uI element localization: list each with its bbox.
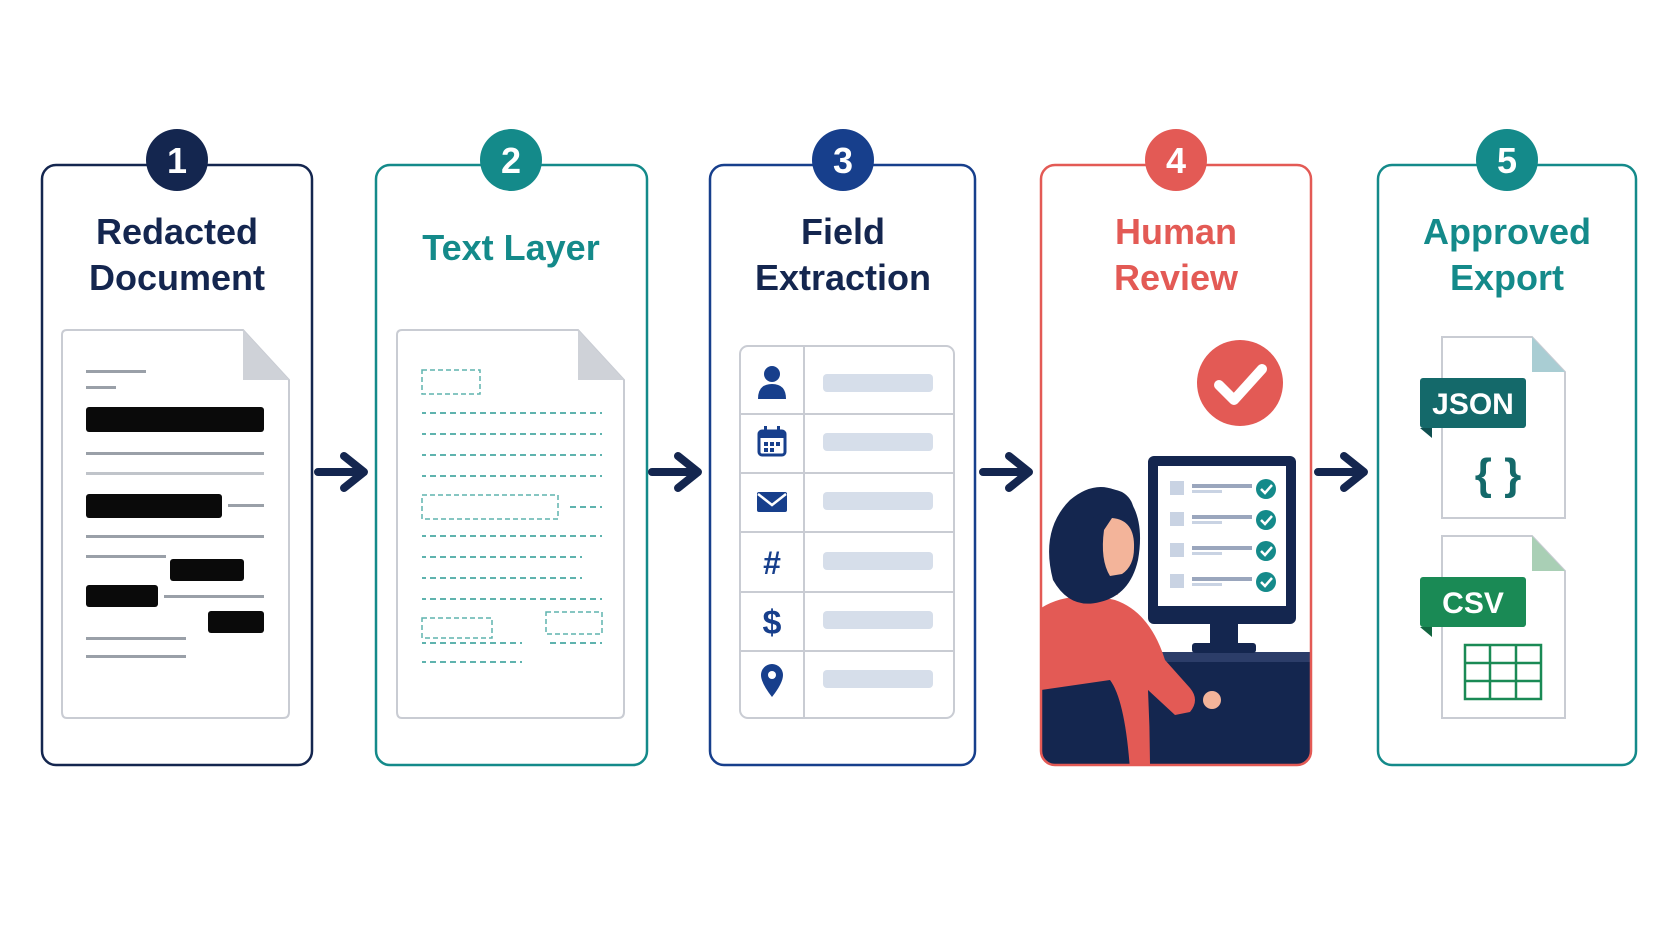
step-4-title-line-1: Human bbox=[1115, 211, 1237, 252]
arrow-icon bbox=[979, 452, 1033, 492]
location-pin-icon bbox=[761, 664, 783, 697]
step-3-title-line-2: Extraction bbox=[755, 257, 931, 298]
step-5-title-line-2: Export bbox=[1450, 257, 1564, 298]
reviewer-illustration bbox=[1041, 486, 1311, 765]
step-4-title-line-2: Review bbox=[1114, 257, 1239, 298]
review-row bbox=[1170, 479, 1276, 499]
json-file-icon: JSON { } bbox=[1420, 336, 1566, 519]
step-2-title: Text Layer bbox=[422, 227, 599, 268]
review-row bbox=[1170, 510, 1276, 530]
csv-file-icon: CSV bbox=[1420, 535, 1566, 719]
field-value-bar bbox=[823, 492, 933, 510]
redacted-document-icon bbox=[61, 329, 290, 719]
step-5-number: 5 bbox=[1497, 140, 1517, 181]
arrow-icon bbox=[648, 452, 702, 492]
hash-icon: # bbox=[763, 545, 781, 581]
field-value-bar bbox=[823, 552, 933, 570]
dollar-icon: $ bbox=[763, 604, 782, 642]
spreadsheet-grid-icon bbox=[1463, 643, 1543, 701]
csv-badge bbox=[1420, 577, 1526, 627]
step-1-card: 1 Redacted Document bbox=[40, 129, 314, 767]
step-2-card: 2 Text Layer bbox=[374, 129, 649, 767]
envelope-icon bbox=[757, 492, 787, 512]
arrow-icon bbox=[1314, 452, 1368, 492]
step-2-badge bbox=[480, 129, 542, 191]
check-circle-icon bbox=[1256, 541, 1276, 561]
calendar-icon bbox=[757, 426, 787, 457]
arrow-icon bbox=[314, 452, 368, 492]
step-1-badge bbox=[146, 129, 208, 191]
field-value-bar bbox=[823, 670, 933, 688]
step-1-title-line-1: Redacted bbox=[96, 211, 258, 252]
step-4-card: 4 Human Review bbox=[1039, 129, 1313, 767]
json-badge bbox=[1420, 378, 1526, 428]
json-braces: { } bbox=[1475, 450, 1521, 499]
json-label: JSON bbox=[1432, 388, 1514, 421]
step-5-badge bbox=[1476, 129, 1538, 191]
step-3-title-line-1: Field bbox=[801, 211, 885, 252]
field-table: # $ bbox=[739, 345, 955, 719]
text-layer-document-icon bbox=[396, 329, 625, 719]
monitor-icon bbox=[1148, 456, 1296, 653]
step-4-number: 4 bbox=[1166, 140, 1186, 181]
csv-label: CSV bbox=[1442, 587, 1504, 620]
check-circle-icon bbox=[1256, 479, 1276, 499]
step-4-badge bbox=[1145, 129, 1207, 191]
approved-check-icon bbox=[1197, 340, 1283, 426]
step-3-card: 3 Field Extraction bbox=[708, 129, 977, 767]
check-circle-icon bbox=[1256, 572, 1276, 592]
step-2-number: 2 bbox=[501, 140, 521, 181]
field-value-bar bbox=[823, 433, 933, 451]
step-1-title-line-2: Document bbox=[89, 257, 265, 298]
step-3-number: 3 bbox=[833, 140, 853, 181]
review-row bbox=[1170, 541, 1276, 561]
step-5-card: 5 Approved Export JSON { } CSV bbox=[1376, 129, 1638, 767]
step-3-badge bbox=[812, 129, 874, 191]
step-1-number: 1 bbox=[167, 140, 187, 181]
check-circle-icon bbox=[1256, 510, 1276, 530]
field-value-bar bbox=[823, 611, 933, 629]
step-5-title-line-1: Approved bbox=[1423, 211, 1591, 252]
field-value-bar bbox=[823, 374, 933, 392]
review-row bbox=[1170, 572, 1276, 592]
person-icon bbox=[758, 366, 786, 399]
